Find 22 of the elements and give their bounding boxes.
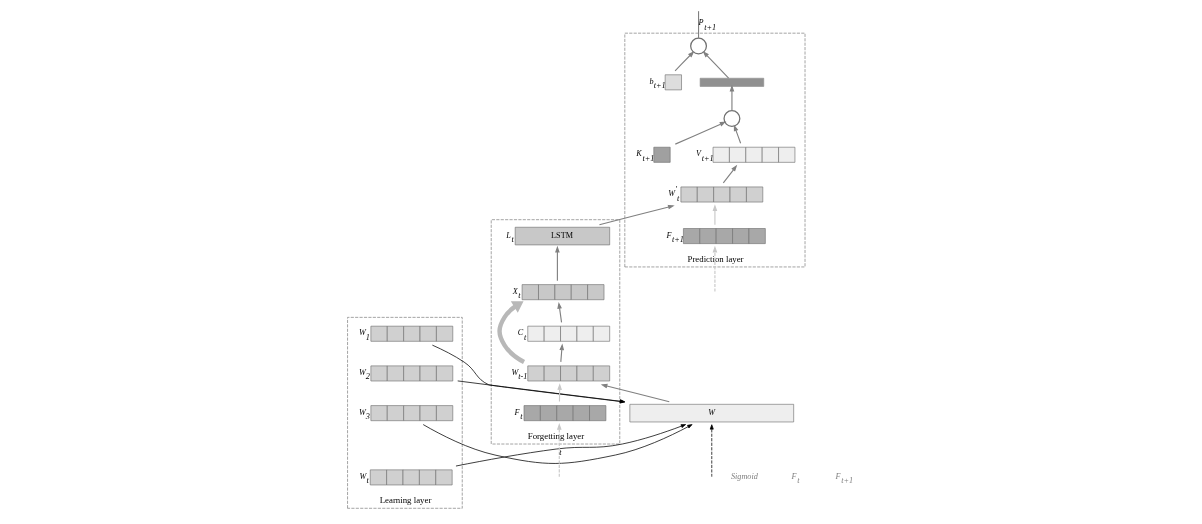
node-bar <box>699 77 764 87</box>
connector <box>697 10 699 39</box>
arrow <box>674 121 726 145</box>
arrow <box>556 301 562 323</box>
arrow <box>556 423 562 478</box>
arrow <box>702 51 729 79</box>
arrow <box>674 51 694 72</box>
arrow <box>733 124 741 144</box>
arrow <box>455 424 686 467</box>
arrow <box>729 84 734 112</box>
arrow <box>722 164 737 184</box>
arrow <box>598 204 675 226</box>
node-circle <box>722 110 740 128</box>
arrow <box>709 424 714 478</box>
node-circle <box>689 37 707 55</box>
arrow <box>496 301 525 364</box>
arrow <box>712 245 717 293</box>
arrow <box>600 383 670 403</box>
arrow <box>554 245 560 282</box>
arrow <box>558 343 564 363</box>
arrow <box>422 424 692 464</box>
arrow <box>712 204 717 226</box>
